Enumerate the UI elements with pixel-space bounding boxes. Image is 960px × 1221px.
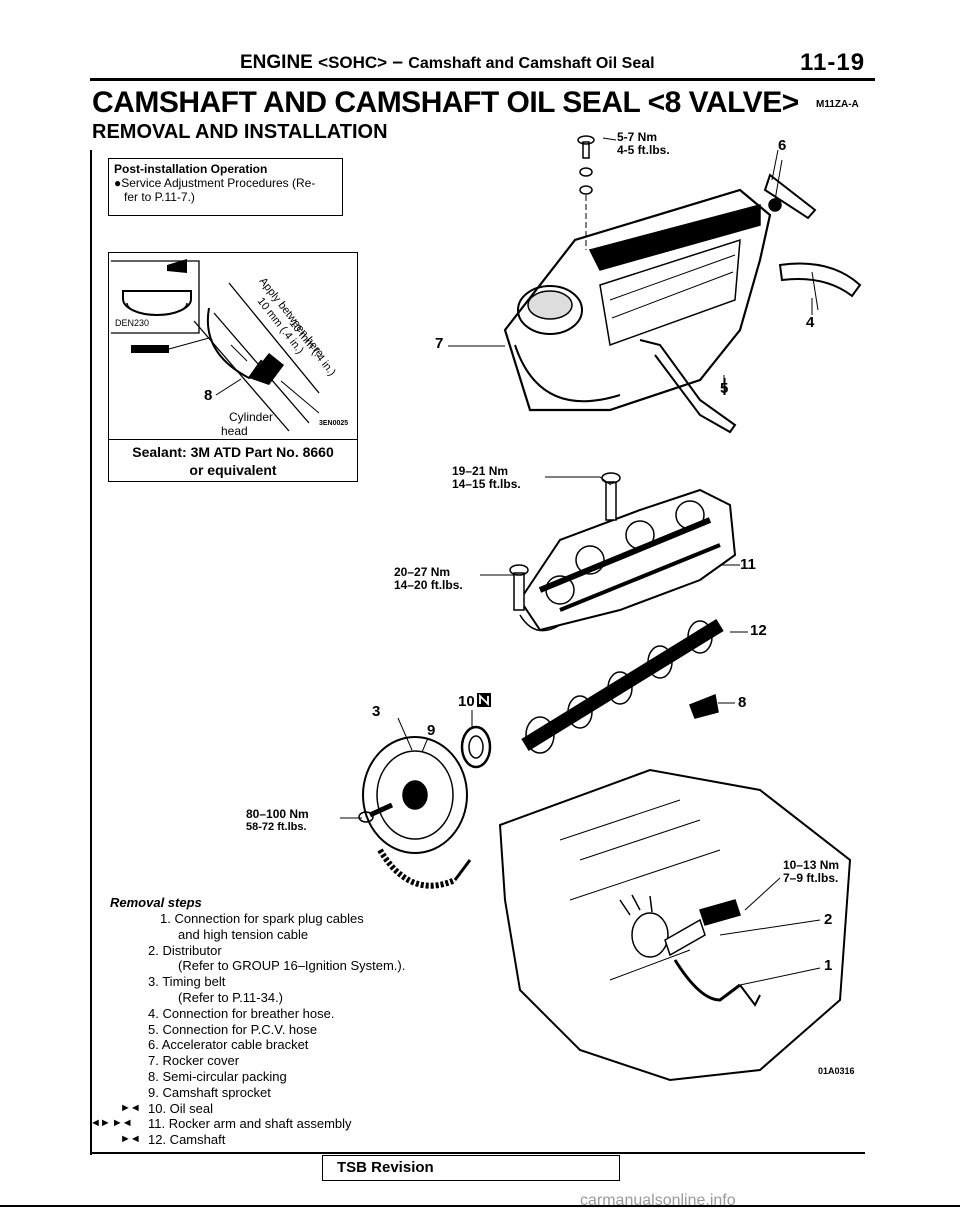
- detail-figure-code: 3EN0025: [319, 420, 348, 427]
- sealant-caption-line-1: Sealant: 3M ATD Part No. 8660: [132, 444, 334, 460]
- callout-2: 2: [824, 911, 833, 928]
- torque-ftlbs: 14–20 ft.lbs.: [394, 578, 463, 592]
- torque-nm: 80–100 Nm: [246, 807, 309, 821]
- torque-ftlbs: 4-5 ft.lbs.: [617, 143, 670, 157]
- torque-nm: 10–13 Nm: [783, 858, 840, 872]
- torque-nm: 19–21 Nm: [452, 464, 509, 478]
- post-installation-line: fer to P.11-7.): [124, 190, 195, 204]
- step-text: 2. Distributor: [148, 942, 222, 958]
- step-text: 11. Rocker arm and shaft assembly: [148, 1116, 352, 1132]
- callout-9: 9: [427, 722, 436, 739]
- tsb-revision-box: TSB Revision: [322, 1155, 620, 1181]
- header-dash: –: [392, 52, 403, 73]
- camshaft-sprocket-drawing: [362, 736, 472, 889]
- post-installation-title: Post-installation Operation: [114, 162, 268, 176]
- page-title: CAMSHAFT AND CAMSHAFT OIL SEAL <8 VALVE>: [92, 86, 799, 119]
- list-item: 2. Distributor: [100, 943, 472, 959]
- step-text: 4. Connection for breather hose.: [148, 1005, 335, 1021]
- callout-10: 10: [458, 693, 491, 710]
- list-item: 3. Timing belt: [100, 974, 472, 990]
- section-subtitle: REMOVAL AND INSTALLATION: [92, 121, 388, 143]
- figure-code: 01A0316: [818, 1066, 855, 1076]
- list-item: ►◄ 10. Oil seal: [100, 1101, 472, 1117]
- step-text: 1. Connection for spark plug cables: [160, 911, 364, 926]
- step-text: 6. Accelerator cable bracket: [148, 1037, 309, 1053]
- list-item: ◄► ►◄ 11. Rocker arm and shaft assembly: [90, 1116, 472, 1132]
- step-marks: ◄► ►◄: [90, 1117, 133, 1130]
- list-item: 8. Semi-circular packing: [100, 1069, 472, 1085]
- page-bottom-rule: [0, 1205, 960, 1207]
- step-text: 9. Camshaft sprocket: [148, 1084, 271, 1100]
- torque-label-cover-bolt: 5-7 Nm 4-5 ft.lbs.: [617, 131, 670, 157]
- callout-11: 11: [740, 556, 756, 573]
- camshaft-drawing: [521, 619, 724, 754]
- torque-nm: 20–27 Nm: [394, 565, 451, 579]
- torque-label-rocker-bolt-lower: 20–27 Nm 14–20 ft.lbs.: [394, 566, 463, 592]
- step-text: 8. Semi-circular packing: [148, 1068, 287, 1084]
- step-marks: ►◄: [120, 1101, 141, 1114]
- step-marks: ►◄: [120, 1133, 141, 1146]
- list-item: 4. Connection for breather hose.: [100, 1006, 472, 1022]
- left-margin-rule: [90, 150, 92, 1155]
- step-subtext: (Refer to GROUP 16–Ignition System.).: [178, 958, 406, 974]
- cylinder-label: Cylinder: [229, 410, 273, 424]
- torque-ftlbs: 14–15 ft.lbs.: [452, 477, 521, 491]
- list-item: 7. Rocker cover: [100, 1053, 472, 1069]
- callout-8: 8: [738, 694, 747, 711]
- step-text: 7. Rocker cover: [148, 1053, 240, 1069]
- step-text: 5. Connection for P.C.V. hose: [148, 1021, 318, 1037]
- callout-4: 4: [806, 314, 815, 331]
- callout-10-number: 10: [458, 693, 475, 710]
- cylinder-head-drawing: [498, 768, 852, 1082]
- step-subtext: and high tension cable: [178, 926, 309, 942]
- head-label: head: [221, 424, 248, 438]
- part-code-label: DEN230: [115, 318, 149, 328]
- rocker-arm-assembly-drawing: [518, 488, 737, 632]
- header-rule: [90, 78, 875, 81]
- torque-label-sprocket-bolt: 80–100 Nm 58-72 ft.lbs.: [246, 808, 309, 834]
- callout-5: 5: [720, 380, 729, 397]
- callout-1: 1: [824, 957, 833, 974]
- removal-steps-title: Removal steps: [110, 895, 202, 910]
- watermark: carmanualsonline.info: [580, 1192, 736, 1209]
- sealant-detail-drawing: DEN230 8 Apply between here 10 mm (.4 in…: [111, 259, 348, 438]
- sealant-caption-line-2: or equivalent: [189, 462, 277, 478]
- footer-rule: [90, 1152, 865, 1154]
- page-number: 11-19: [800, 49, 866, 76]
- torque-nm: 5-7 Nm: [617, 130, 658, 144]
- new-part-icon: [476, 693, 491, 707]
- step-text: 10. Oil seal: [148, 1100, 214, 1116]
- header-variant: <SOHC>: [318, 53, 388, 72]
- post-installation-line: ●Service Adjustment Procedures (Re-: [114, 176, 316, 190]
- callout-12: 12: [750, 622, 767, 639]
- item-8-label: 8: [204, 387, 212, 404]
- packing-inset-drawing: [111, 259, 200, 334]
- reference-code: M11ZA-A: [816, 99, 859, 110]
- torque-label-rocker-bolt-upper: 19–21 Nm 14–15 ft.lbs.: [452, 465, 521, 491]
- list-item: ►◄ 12. Camshaft: [100, 1132, 472, 1148]
- callout-3: 3: [372, 703, 381, 720]
- step-text: 12. Camshaft: [148, 1132, 226, 1148]
- step-text: 3. Timing belt: [148, 974, 226, 990]
- step-subtext: (Refer to P.11-34.): [178, 989, 284, 1005]
- list-item: 5. Connection for P.C.V. hose: [100, 1022, 472, 1038]
- callout-6: 6: [778, 137, 787, 154]
- header-section: Camshaft and Camshaft Oil Seal: [408, 55, 655, 72]
- torque-ftlbs: 7–9 ft.lbs.: [783, 871, 839, 885]
- sealant-caption: Sealant: 3M ATD Part No. 8660 or equival…: [109, 439, 357, 482]
- header-engine: ENGINE: [240, 52, 313, 73]
- removal-steps-list: 1. Connection for spark plug cables and …: [90, 911, 472, 1148]
- list-item: 9. Camshaft sprocket: [100, 1085, 472, 1101]
- distributor-drawing: [619, 894, 741, 958]
- post-installation-box: Post-installation Operation ●Service Adj…: [108, 158, 343, 216]
- list-item: 1. Connection for spark plug cables: [112, 911, 472, 927]
- callout-7: 7: [435, 335, 444, 352]
- sealant-detail-box: DEN230 8 Apply between here 10 mm (.4 in…: [108, 252, 358, 482]
- rocker-cover-drawing: [503, 188, 772, 434]
- header-title: ENGINE <SOHC> – Camshaft and Camshaft Oi…: [240, 52, 655, 74]
- torque-ftlbs: 58-72 ft.lbs.: [246, 821, 307, 833]
- list-item: 6. Accelerator cable bracket: [100, 1037, 472, 1053]
- torque-label-distributor-bolt: 10–13 Nm 7–9 ft.lbs.: [783, 859, 839, 885]
